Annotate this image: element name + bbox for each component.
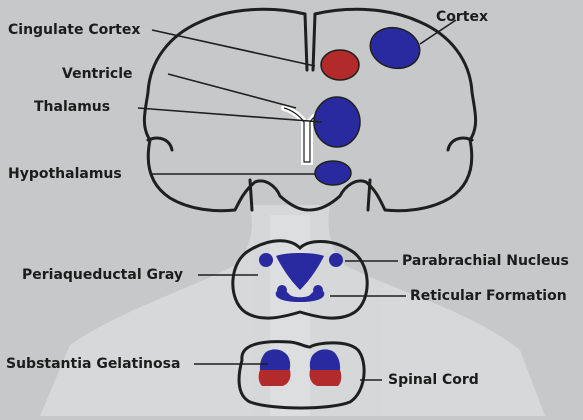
hypothalamus-region <box>315 161 351 185</box>
cingulate-cortex-region <box>321 50 359 80</box>
label-hypothalamus: Hypothalamus <box>8 166 122 182</box>
label-substantia-gelatinosa: Substantia Gelatinosa <box>6 356 180 372</box>
label-thalamus: Thalamus <box>34 99 110 115</box>
label-cingulate-cortex: Cingulate Cortex <box>8 22 140 38</box>
label-reticular-formation: Reticular Formation <box>410 288 567 304</box>
label-periaqueductal-gray: Periaqueductal Gray <box>22 267 183 283</box>
cortex-region <box>366 22 425 74</box>
label-spinal-cord: Spinal Cord <box>388 372 479 388</box>
label-parabrachial-nucleus: Parabrachial Nucleus <box>402 253 569 269</box>
label-ventricle: Ventricle <box>62 66 133 82</box>
label-cortex: Cortex <box>436 9 488 25</box>
